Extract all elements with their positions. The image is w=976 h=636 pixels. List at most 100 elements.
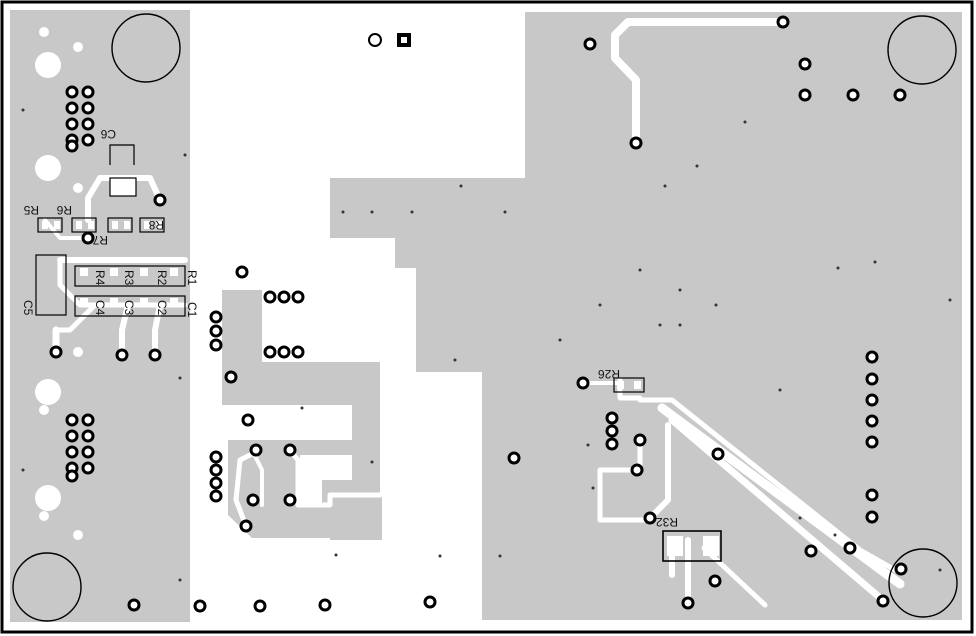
footprints-r5-r8 — [37, 217, 165, 233]
via-pad — [711, 447, 725, 461]
via-pad — [291, 345, 305, 359]
mounting-hole-top-left — [111, 13, 181, 83]
via-pad — [239, 519, 253, 533]
via-pad — [865, 510, 879, 524]
via-pad — [633, 433, 647, 447]
via-pads — [49, 15, 908, 613]
test-point-dot — [334, 553, 338, 557]
label-c4: C4 — [93, 300, 107, 316]
label-c5: C5 — [21, 300, 35, 316]
test-point-dot — [663, 184, 667, 188]
via-pad — [246, 493, 260, 507]
via-pad — [209, 463, 223, 477]
via-pad — [263, 345, 277, 359]
label-r2: R2 — [155, 270, 169, 286]
via-pad — [209, 324, 223, 338]
label-r32: R32 — [656, 515, 678, 529]
mounting-holes — [12, 13, 958, 622]
test-point-dot — [678, 288, 682, 292]
copper-pour-right — [330, 12, 962, 620]
test-point-dot — [438, 554, 442, 558]
via-pad — [193, 599, 207, 613]
via-pad — [49, 345, 63, 359]
test-point-dot — [178, 578, 182, 582]
via-pad — [209, 489, 223, 503]
via-pad — [865, 414, 879, 428]
via-pad — [865, 393, 879, 407]
via-pad — [865, 435, 879, 449]
test-point-dot — [459, 184, 463, 188]
via-pad — [865, 488, 879, 502]
test-point-dot — [21, 468, 25, 472]
test-point-dot — [370, 460, 374, 464]
via-pad — [209, 476, 223, 490]
via-pad — [263, 290, 277, 304]
via-pad — [127, 598, 141, 612]
via-pad — [576, 376, 590, 390]
test-point-dot — [638, 268, 642, 272]
via-pad — [283, 493, 297, 507]
clearance-holes-left — [35, 27, 83, 540]
test-point-dot — [743, 120, 747, 124]
via-pad — [153, 193, 167, 207]
via-pad — [893, 88, 907, 102]
test-point-dots — [21, 108, 952, 582]
copper-pour-center — [222, 290, 380, 448]
via-pad — [253, 599, 267, 613]
via-pad — [423, 595, 437, 609]
test-point-dot — [678, 323, 682, 327]
copper-pour-notch — [300, 455, 352, 505]
test-point-dot — [833, 533, 837, 537]
label-c1: C1 — [185, 302, 199, 318]
label-c6: C6 — [100, 127, 116, 141]
via-pad — [630, 463, 644, 477]
via-pad — [507, 451, 521, 465]
via-pad — [318, 598, 332, 612]
via-pad — [224, 370, 238, 384]
footprint-c6 — [109, 144, 137, 197]
test-point-dot — [695, 164, 699, 168]
test-point-dot — [948, 298, 952, 302]
footprint-r32 — [662, 530, 722, 562]
via-pad — [643, 511, 657, 525]
via-pad — [681, 596, 695, 610]
mounting-hole-bottom-left — [12, 552, 82, 622]
via-pad — [605, 411, 619, 425]
test-point-dot — [498, 554, 502, 558]
label-r6: R6 — [56, 203, 72, 217]
via-pad — [865, 372, 879, 386]
test-point-dot — [598, 303, 602, 307]
via-pad — [708, 574, 722, 588]
test-point-dot — [798, 516, 802, 520]
mounting-hole-bottom-right — [888, 548, 958, 618]
test-point-dot — [558, 338, 562, 342]
via-pad — [846, 88, 860, 102]
traces-right — [578, 18, 905, 608]
via-pad — [209, 450, 223, 464]
test-point-dot — [658, 323, 662, 327]
test-point-dot — [341, 210, 345, 214]
copper-pour-center-cutout — [330, 495, 382, 540]
via-pad — [291, 290, 305, 304]
via-pad — [876, 594, 890, 608]
via-pad — [843, 541, 857, 555]
label-r8: R8 — [148, 218, 164, 232]
test-point-dot — [300, 406, 304, 410]
test-point-dot — [21, 108, 25, 112]
connector-pads-lower — [65, 413, 95, 483]
test-point-dot — [591, 486, 595, 490]
via-pad — [148, 348, 162, 362]
label-r5: R5 — [23, 203, 39, 217]
via-pad — [798, 57, 812, 71]
via-pad — [209, 338, 223, 352]
via-pad — [277, 345, 291, 359]
label-c2: C2 — [155, 300, 169, 316]
footprint-r26 — [613, 377, 645, 393]
test-point-dot — [503, 210, 507, 214]
test-point-dot — [714, 303, 718, 307]
test-point-dot — [410, 210, 414, 214]
via-pad — [249, 443, 263, 457]
header-pad-round — [368, 33, 382, 47]
test-point-dot — [183, 153, 187, 157]
